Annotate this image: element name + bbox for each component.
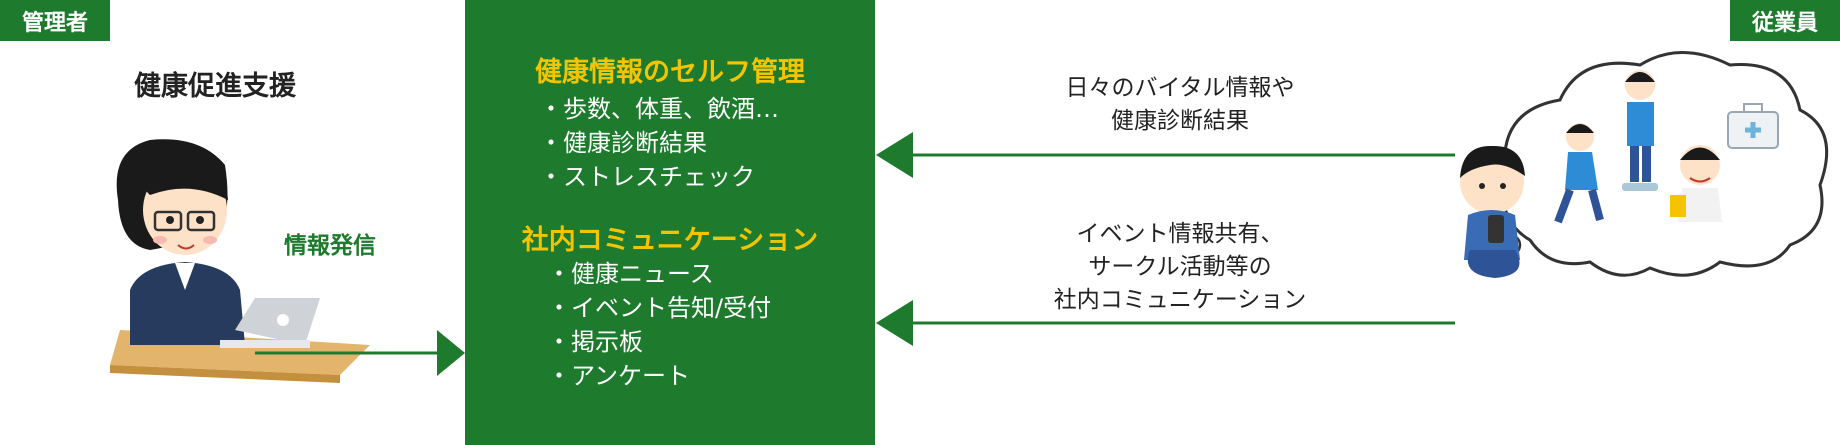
list-item: ・ストレスチェック — [539, 163, 755, 191]
arrow-from-employee-2 — [876, 300, 1455, 346]
list-item: ・イベント告知/受付 — [547, 294, 772, 322]
list-item: ・健康ニュース — [547, 260, 714, 288]
health-support-label: 健康促進支援 — [134, 71, 296, 102]
arrow-to-center — [255, 330, 465, 376]
list-item: ・歩数、体重、飲酒… — [539, 95, 779, 123]
communication-title: 社内コミュニケーション — [521, 225, 819, 256]
admin-illustration — [110, 139, 370, 383]
admin-tag: 管理者 — [0, 0, 110, 41]
self-management-list: ・歩数、体重、飲酒… ・健康診断結果 ・ストレスチェック — [539, 92, 779, 194]
arrow-from-employee-1 — [876, 132, 1455, 178]
vital-info-message: 日々のバイタル情報や 健康診断結果 — [1000, 72, 1360, 138]
message-line: 社内コミュニケーション — [1053, 287, 1307, 313]
event-info-message: イベント情報共有、 サークル活動等の 社内コミュニケーション — [990, 218, 1370, 317]
message-line: 日々のバイタル情報や — [1065, 75, 1295, 101]
center-panel: 健康情報のセルフ管理 ・歩数、体重、飲酒… ・健康診断結果 ・ストレスチェック … — [465, 0, 875, 445]
list-item: ・健康診断結果 — [539, 129, 707, 157]
employee-tag: 従業員 — [1730, 0, 1840, 41]
message-line: 健康診断結果 — [1111, 108, 1249, 134]
message-line: サークル活動等の — [1088, 254, 1272, 280]
self-management-title: 健康情報のセルフ管理 — [535, 57, 805, 88]
list-item: ・掲示板 — [547, 328, 643, 356]
communication-list: ・健康ニュース ・イベント告知/受付 ・掲示板 ・アンケート — [547, 257, 771, 393]
info-send-label: 情報発信 — [284, 233, 376, 259]
message-line: イベント情報共有、 — [1076, 221, 1284, 247]
employee-illustration — [1460, 51, 1829, 278]
list-item: ・アンケート — [547, 362, 691, 390]
